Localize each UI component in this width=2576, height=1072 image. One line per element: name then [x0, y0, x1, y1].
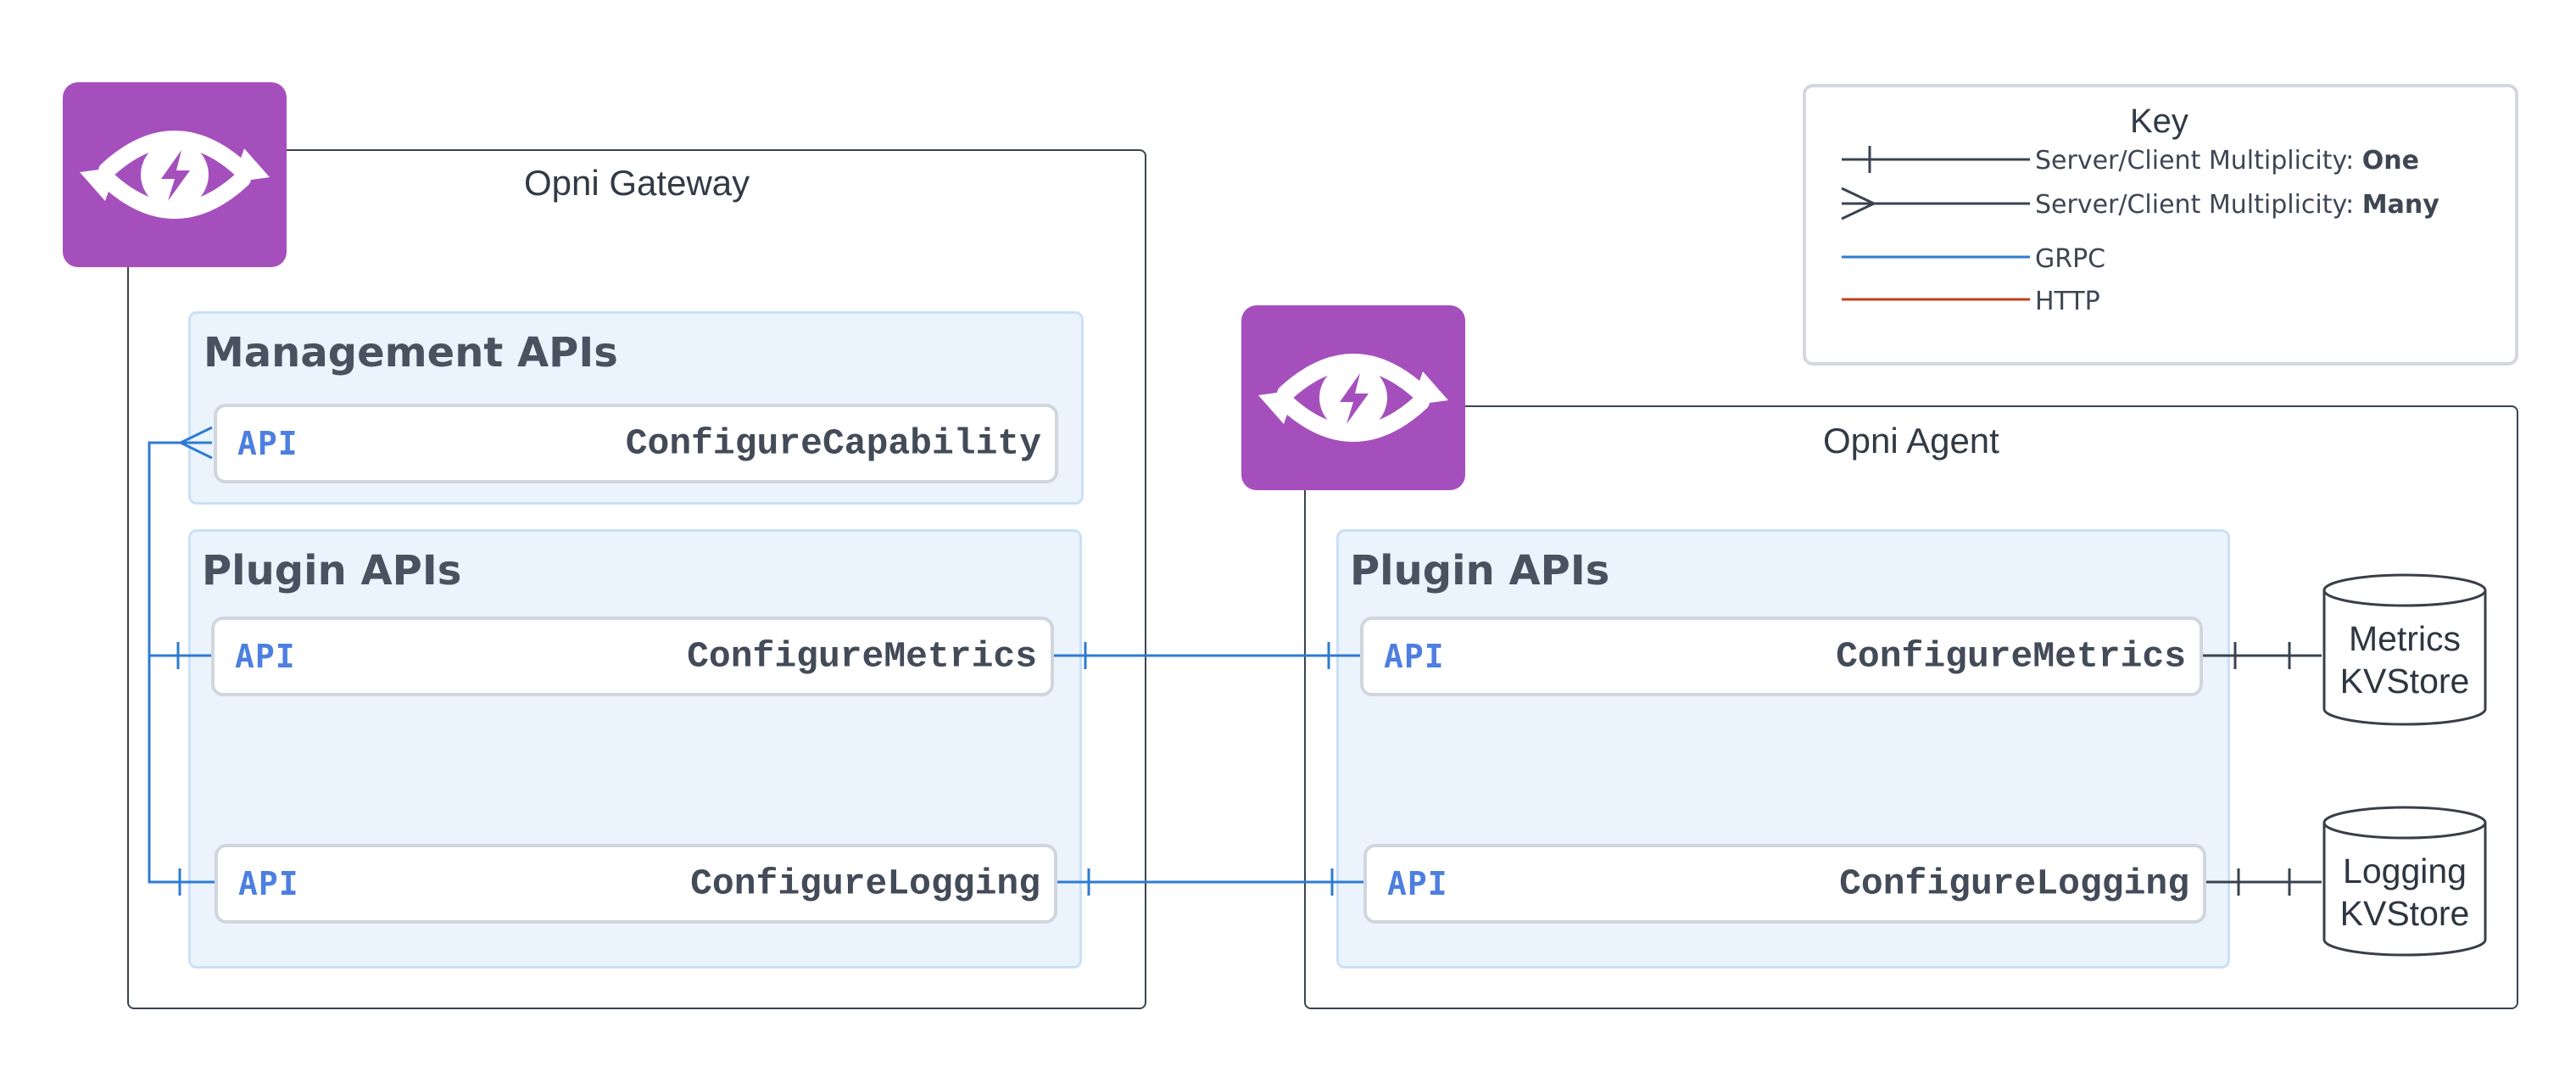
api-name: ConfigureMetrics — [687, 635, 1037, 678]
key-entry-one: Server/Client Multiplicity: One — [2035, 146, 2419, 176]
key-entry-http: HTTP — [2035, 287, 2100, 316]
agent-logo-icon — [1241, 305, 1465, 490]
api-tag: API — [1387, 865, 1448, 902]
agent-configure-metrics-api[interactable]: API ConfigureMetrics — [1360, 617, 2203, 696]
cylinder-icon — [2322, 806, 2487, 957]
gateway-configure-capability-api[interactable]: API ConfigureCapability — [214, 404, 1058, 483]
store-line-1: Logging — [2343, 851, 2467, 891]
key-title: Key — [2130, 103, 2188, 140]
api-name: ConfigureCapability — [625, 422, 1041, 465]
gateway-plugin-apis-title: Plugin APIs — [202, 547, 462, 595]
api-tag: API — [238, 865, 299, 902]
logging-kvstore: Logging KVStore — [2322, 806, 2488, 958]
agent-plugin-apis-title: Plugin APIs — [1350, 547, 1610, 595]
api-tag: API — [1384, 638, 1445, 675]
store-line-1: Metrics — [2348, 619, 2462, 658]
gateway-title: Opni Gateway — [524, 163, 750, 203]
key-entry-prefix: Server/Client Multiplicity: — [2035, 146, 2362, 176]
key-legend — [1803, 84, 2518, 366]
kvstore-links — [2203, 642, 2322, 896]
store-line-2: KVStore — [2339, 662, 2470, 701]
metrics-kvstore-label: Metrics KVStore — [2322, 617, 2488, 702]
key-entry-grpc: GRPC — [2035, 244, 2106, 274]
api-tag: API — [237, 425, 298, 462]
logging-kvstore-label: Logging KVStore — [2322, 850, 2488, 935]
key-entry-prefix: Server/Client Multiplicity: — [2035, 190, 2362, 220]
gateway-grpc-bus — [148, 426, 215, 896]
key-entry-many: Server/Client Multiplicity: Many — [2035, 190, 2439, 220]
metrics-kvstore: Metrics KVStore — [2322, 573, 2488, 728]
cylinder-icon — [2322, 573, 2487, 726]
api-name: ConfigureMetrics — [1836, 635, 2186, 678]
agent-configure-logging-api[interactable]: API ConfigureLogging — [1363, 844, 2206, 924]
key-symbols — [1841, 146, 2030, 301]
management-apis-title: Management APIs — [204, 329, 618, 377]
grpc-logging-link — [1057, 868, 1363, 896]
api-name: ConfigureLogging — [1839, 863, 2189, 905]
api-tag: API — [235, 638, 296, 675]
api-name: ConfigureLogging — [690, 863, 1040, 905]
key-entry-emphasis: One — [2361, 146, 2419, 176]
grpc-metrics-link — [1054, 642, 1360, 669]
gateway-configure-logging-api[interactable]: API ConfigureLogging — [215, 844, 1057, 924]
store-line-2: KVStore — [2339, 894, 2470, 933]
gateway-logo-icon — [63, 82, 287, 267]
key-entry-emphasis: Many — [2361, 190, 2439, 220]
agent-title: Opni Agent — [1823, 421, 1999, 461]
gateway-configure-metrics-api[interactable]: API ConfigureMetrics — [211, 617, 1054, 696]
